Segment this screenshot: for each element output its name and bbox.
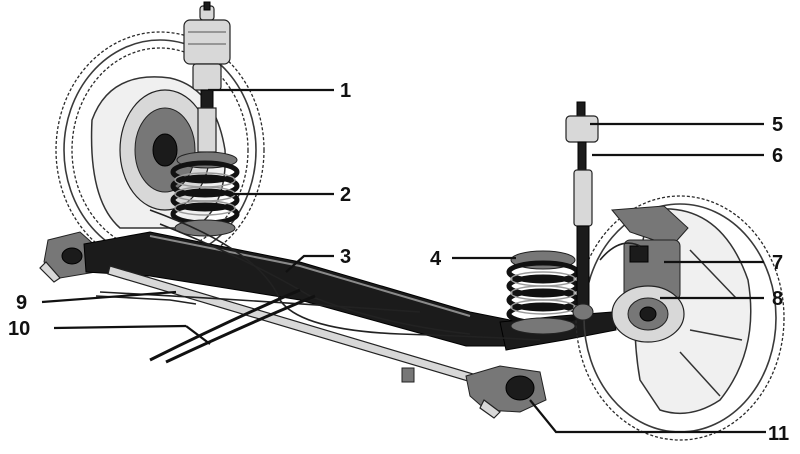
callout-9: 9 bbox=[16, 292, 27, 314]
callout-7: 7 bbox=[772, 252, 783, 274]
right-brake-assembly bbox=[599, 239, 685, 343]
callout-11: 11 bbox=[768, 423, 789, 445]
leader-11 bbox=[529, 399, 766, 434]
left-shock-absorber bbox=[183, 1, 231, 153]
left-coil-spring bbox=[170, 151, 240, 237]
callout-2: 2 bbox=[340, 184, 351, 206]
callout-6: 6 bbox=[772, 145, 783, 167]
leader-lines bbox=[41, 88, 766, 434]
callout-10: 10 bbox=[8, 318, 30, 340]
leader-10b bbox=[185, 325, 211, 345]
callout-4: 4 bbox=[430, 248, 442, 270]
leader-10a bbox=[53, 324, 187, 330]
right-shock-absorber bbox=[565, 101, 599, 321]
leader-9 bbox=[41, 290, 177, 304]
callout-labels: 1 2 3 4 5 6 7 8 9 10 11 bbox=[8, 80, 789, 445]
callout-5: 5 bbox=[772, 114, 783, 136]
callout-3: 3 bbox=[340, 246, 351, 268]
leader-3 bbox=[285, 254, 334, 273]
right-coil-spring bbox=[506, 250, 580, 335]
callout-8: 8 bbox=[772, 288, 783, 310]
right-axle-mount bbox=[401, 365, 547, 419]
callout-1: 1 bbox=[340, 80, 351, 102]
left-wheel bbox=[55, 31, 265, 269]
